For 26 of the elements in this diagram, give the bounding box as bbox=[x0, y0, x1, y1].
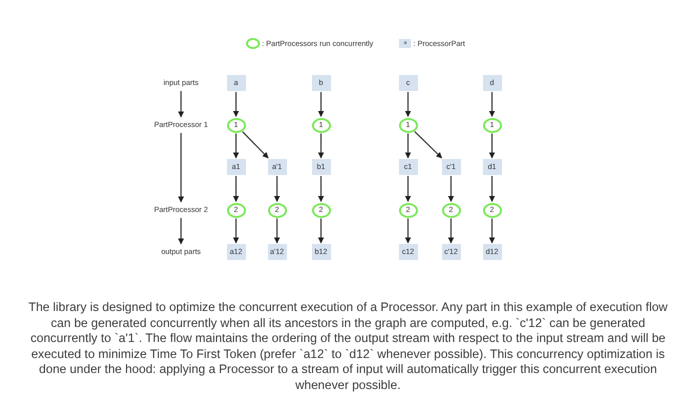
arrow bbox=[274, 176, 280, 202]
arrow bbox=[178, 91, 184, 118]
arrow bbox=[233, 218, 239, 244]
arrow bbox=[318, 134, 324, 158]
arrow bbox=[448, 218, 454, 244]
arrow bbox=[489, 134, 495, 158]
arrow bbox=[405, 218, 411, 244]
arrow bbox=[405, 134, 411, 158]
arrow bbox=[318, 92, 324, 117]
arrow bbox=[318, 218, 324, 244]
arrow bbox=[489, 176, 495, 202]
caption: The library is designed to optimize the concurrent execution of a Processor. Any part in this example of execution flow can be generated concurrently when all its ancestors in the graph are computed, e.g. `c'12` can be generated concurrently to `a'1`. The flow maintains the ordering of the output stream with respect to the input stream and will be executed to minimize Time To First Token (prefer `a12` to `d12` whenever possible). This concurrency optimization is done under the hood: applying a Processor to a stream of input will automatically trigger this concurrent execution whenever possible. bbox=[27, 300, 669, 393]
arrow bbox=[318, 176, 324, 202]
arrow bbox=[489, 92, 495, 117]
arrow bbox=[448, 176, 454, 202]
arrow bbox=[414, 131, 442, 158]
arrow bbox=[274, 218, 280, 244]
arrow bbox=[405, 92, 411, 117]
arrow bbox=[178, 133, 184, 202]
arrow bbox=[489, 218, 495, 244]
arrow bbox=[242, 131, 269, 158]
arrow bbox=[178, 218, 184, 244]
arrow bbox=[233, 92, 239, 117]
arrow bbox=[233, 134, 239, 158]
arrow bbox=[233, 176, 239, 202]
arrow bbox=[405, 176, 411, 202]
